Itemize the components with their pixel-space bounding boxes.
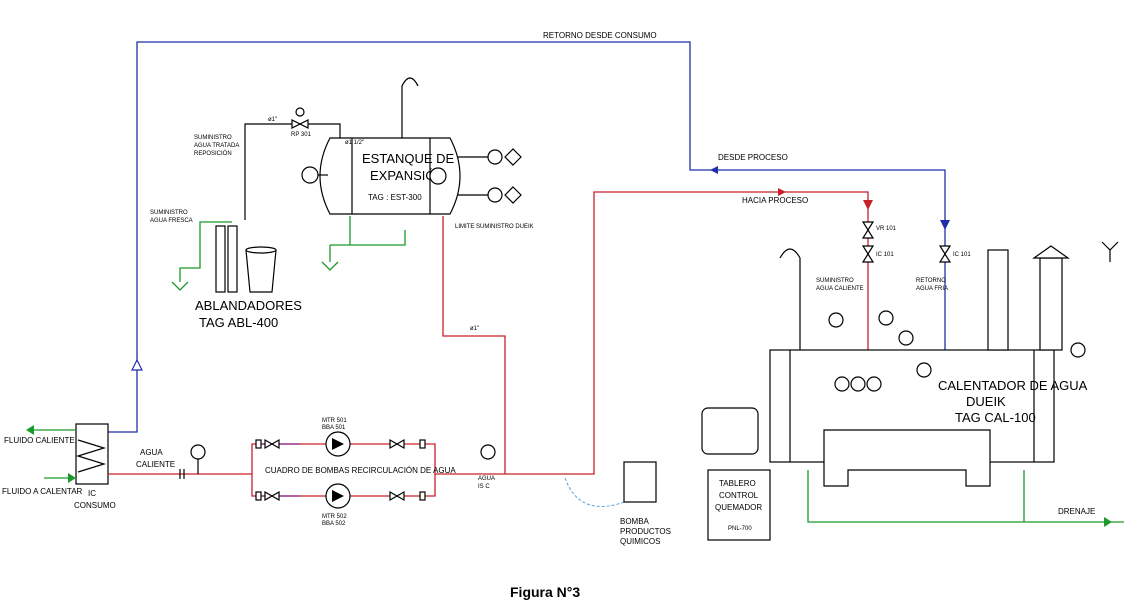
agua-label: AGUA: [478, 476, 495, 482]
svg-text:BBA 502: BBA 502: [322, 521, 346, 527]
heater-title: CALENTADOR DE AGUA: [938, 378, 1088, 393]
return-cold-label-2: AGUA FRIA: [916, 286, 948, 292]
hot-water-label: AGUA: [140, 448, 163, 457]
temp-gauge-icon: [429, 167, 447, 185]
pipe-size-label: ø1": [268, 117, 277, 123]
heat-exchanger: IC CONSUMO: [74, 423, 116, 510]
pressure-gauge-icon: [480, 444, 496, 460]
temp-gauge-icon: [190, 444, 206, 460]
pump-manifold: MTR 501 BBA 501 MTR 502 BBA 502 CUADRO D…: [251, 418, 456, 527]
desde-proceso-label: DESDE PROCESO: [718, 153, 788, 162]
tank-to-pump-line: [442, 216, 506, 474]
ic-label: IC: [88, 489, 96, 498]
flow-arrow-icon: [131, 358, 143, 371]
return-cold-label: RETORNO: [916, 278, 946, 284]
flow-arrow-icon: [863, 200, 873, 210]
supply-fresh-label-2: AGUA FRESCA: [150, 218, 193, 224]
vent-icon: [1101, 241, 1119, 262]
supply-treated-label-3: REPOSICIÓN: [194, 150, 232, 157]
water-source-icon: [171, 281, 189, 291]
drain-icon: [321, 261, 339, 271]
panel-label-2: CONTROL: [719, 491, 759, 500]
drain-label: DRENAJE: [1058, 507, 1095, 516]
chem-pump-label: BOMBA: [620, 517, 650, 526]
flow-arrow-icon: [940, 220, 950, 230]
supply-treated-label: SUMINISTRO: [194, 135, 232, 141]
lsh-icon: [487, 149, 503, 165]
svg-text:MTR 501: MTR 501: [322, 418, 347, 424]
supply-fresh-label: SUMINISTRO: [150, 210, 188, 216]
control-panel: TABLERO CONTROL QUEMADOR PNL-700: [707, 469, 771, 541]
supply-hot-label: SUMINISTRO: [816, 278, 854, 284]
flow-arrow-icon: [26, 425, 34, 435]
agua-label-2: IS C: [478, 484, 490, 490]
hot-water-label-2: CALIENTE: [136, 460, 175, 469]
limit-label: LIMITE SUMINISTRO DUEIK: [455, 224, 534, 230]
ic-sub-label: CONSUMO: [74, 501, 116, 510]
chem-dosing-line: [564, 477, 631, 507]
chem-pump-label-2: PRODUCTOS: [620, 527, 671, 536]
softeners: ABLANDADORES TAG ABL-400: [195, 225, 302, 330]
valve-ic101: IC 101: [861, 245, 894, 263]
tank-title-2: EXPANSIÓN: [370, 168, 445, 183]
panel-label-3: QUEMADOR: [715, 503, 762, 512]
flow-arrow-icon: [778, 188, 786, 196]
flow-arrow-icon: [1104, 517, 1112, 527]
tank-tag: TAG : EST-300: [368, 193, 422, 202]
expansion-tank: ESTANQUE DE EXPANSIÓN TAG : EST-300 LIMI…: [301, 77, 534, 230]
pump-title: CUADRO DE BOMBAS RECIRCULACIÓN DE AGUA: [265, 466, 456, 475]
svg-text:MTR 502: MTR 502: [322, 514, 347, 520]
flow-arrow-icon: [710, 166, 718, 174]
fresh-water-line: [179, 221, 232, 282]
supply-line: [497, 191, 869, 475]
valve-vr101: VR 101: [861, 221, 897, 239]
return-line: [107, 41, 946, 433]
tank-title: ESTANQUE DE: [362, 151, 455, 166]
heater-title-2: DUEIK: [966, 394, 1006, 409]
return-line-label: RETORNO DESDE CONSUMO: [543, 31, 657, 40]
burner: [701, 407, 759, 455]
valve-rp301: RP 301: [291, 107, 312, 138]
heater: CALENTADOR DE AGUA DUEIK TAG CAL-100: [701, 245, 1088, 487]
softeners-title: ABLANDADORES: [195, 298, 302, 313]
figure-caption: Figura N°3: [510, 584, 580, 600]
hacia-proceso-label: HACIA PROCESO: [742, 196, 808, 205]
supply-hot-label-2: AGUA CALIENTE: [816, 286, 864, 292]
valve-ic101b: IC 101: [938, 245, 971, 263]
hot-fluid-label: FLUIDO CALIENTE: [4, 436, 75, 445]
flow-arrow-icon: [68, 473, 76, 483]
chem-pump: BOMBA PRODUCTOS QUIMICOS: [620, 461, 671, 546]
softeners-tag: TAG ABL-400: [199, 315, 278, 330]
lsl-icon: [487, 187, 503, 203]
svg-text:VR 101: VR 101: [876, 226, 897, 232]
drain-line: [807, 470, 1124, 523]
pipe-size-label: ø1": [470, 326, 479, 332]
svg-text:RP 301: RP 301: [291, 132, 312, 138]
svg-text:IC 101: IC 101: [876, 252, 894, 258]
panel-label: TABLERO: [719, 479, 756, 488]
pipe-size-label: ø1 1/2": [345, 140, 364, 146]
tank-drain-line: [349, 216, 406, 246]
level-gauge-icon: [301, 166, 319, 184]
heater-tag: TAG CAL-100: [955, 410, 1036, 425]
chem-pump-label-3: QUIMICOS: [620, 537, 660, 546]
panel-tag: PNL-700: [728, 526, 752, 532]
svg-text:IC 101: IC 101: [953, 252, 971, 258]
supply-treated-label-2: AGUA TRATADA: [194, 143, 239, 149]
svg-text:BBA 501: BBA 501: [322, 425, 346, 431]
fluid-to-heat-label: FLUIDO A CALENTAR: [2, 487, 83, 496]
